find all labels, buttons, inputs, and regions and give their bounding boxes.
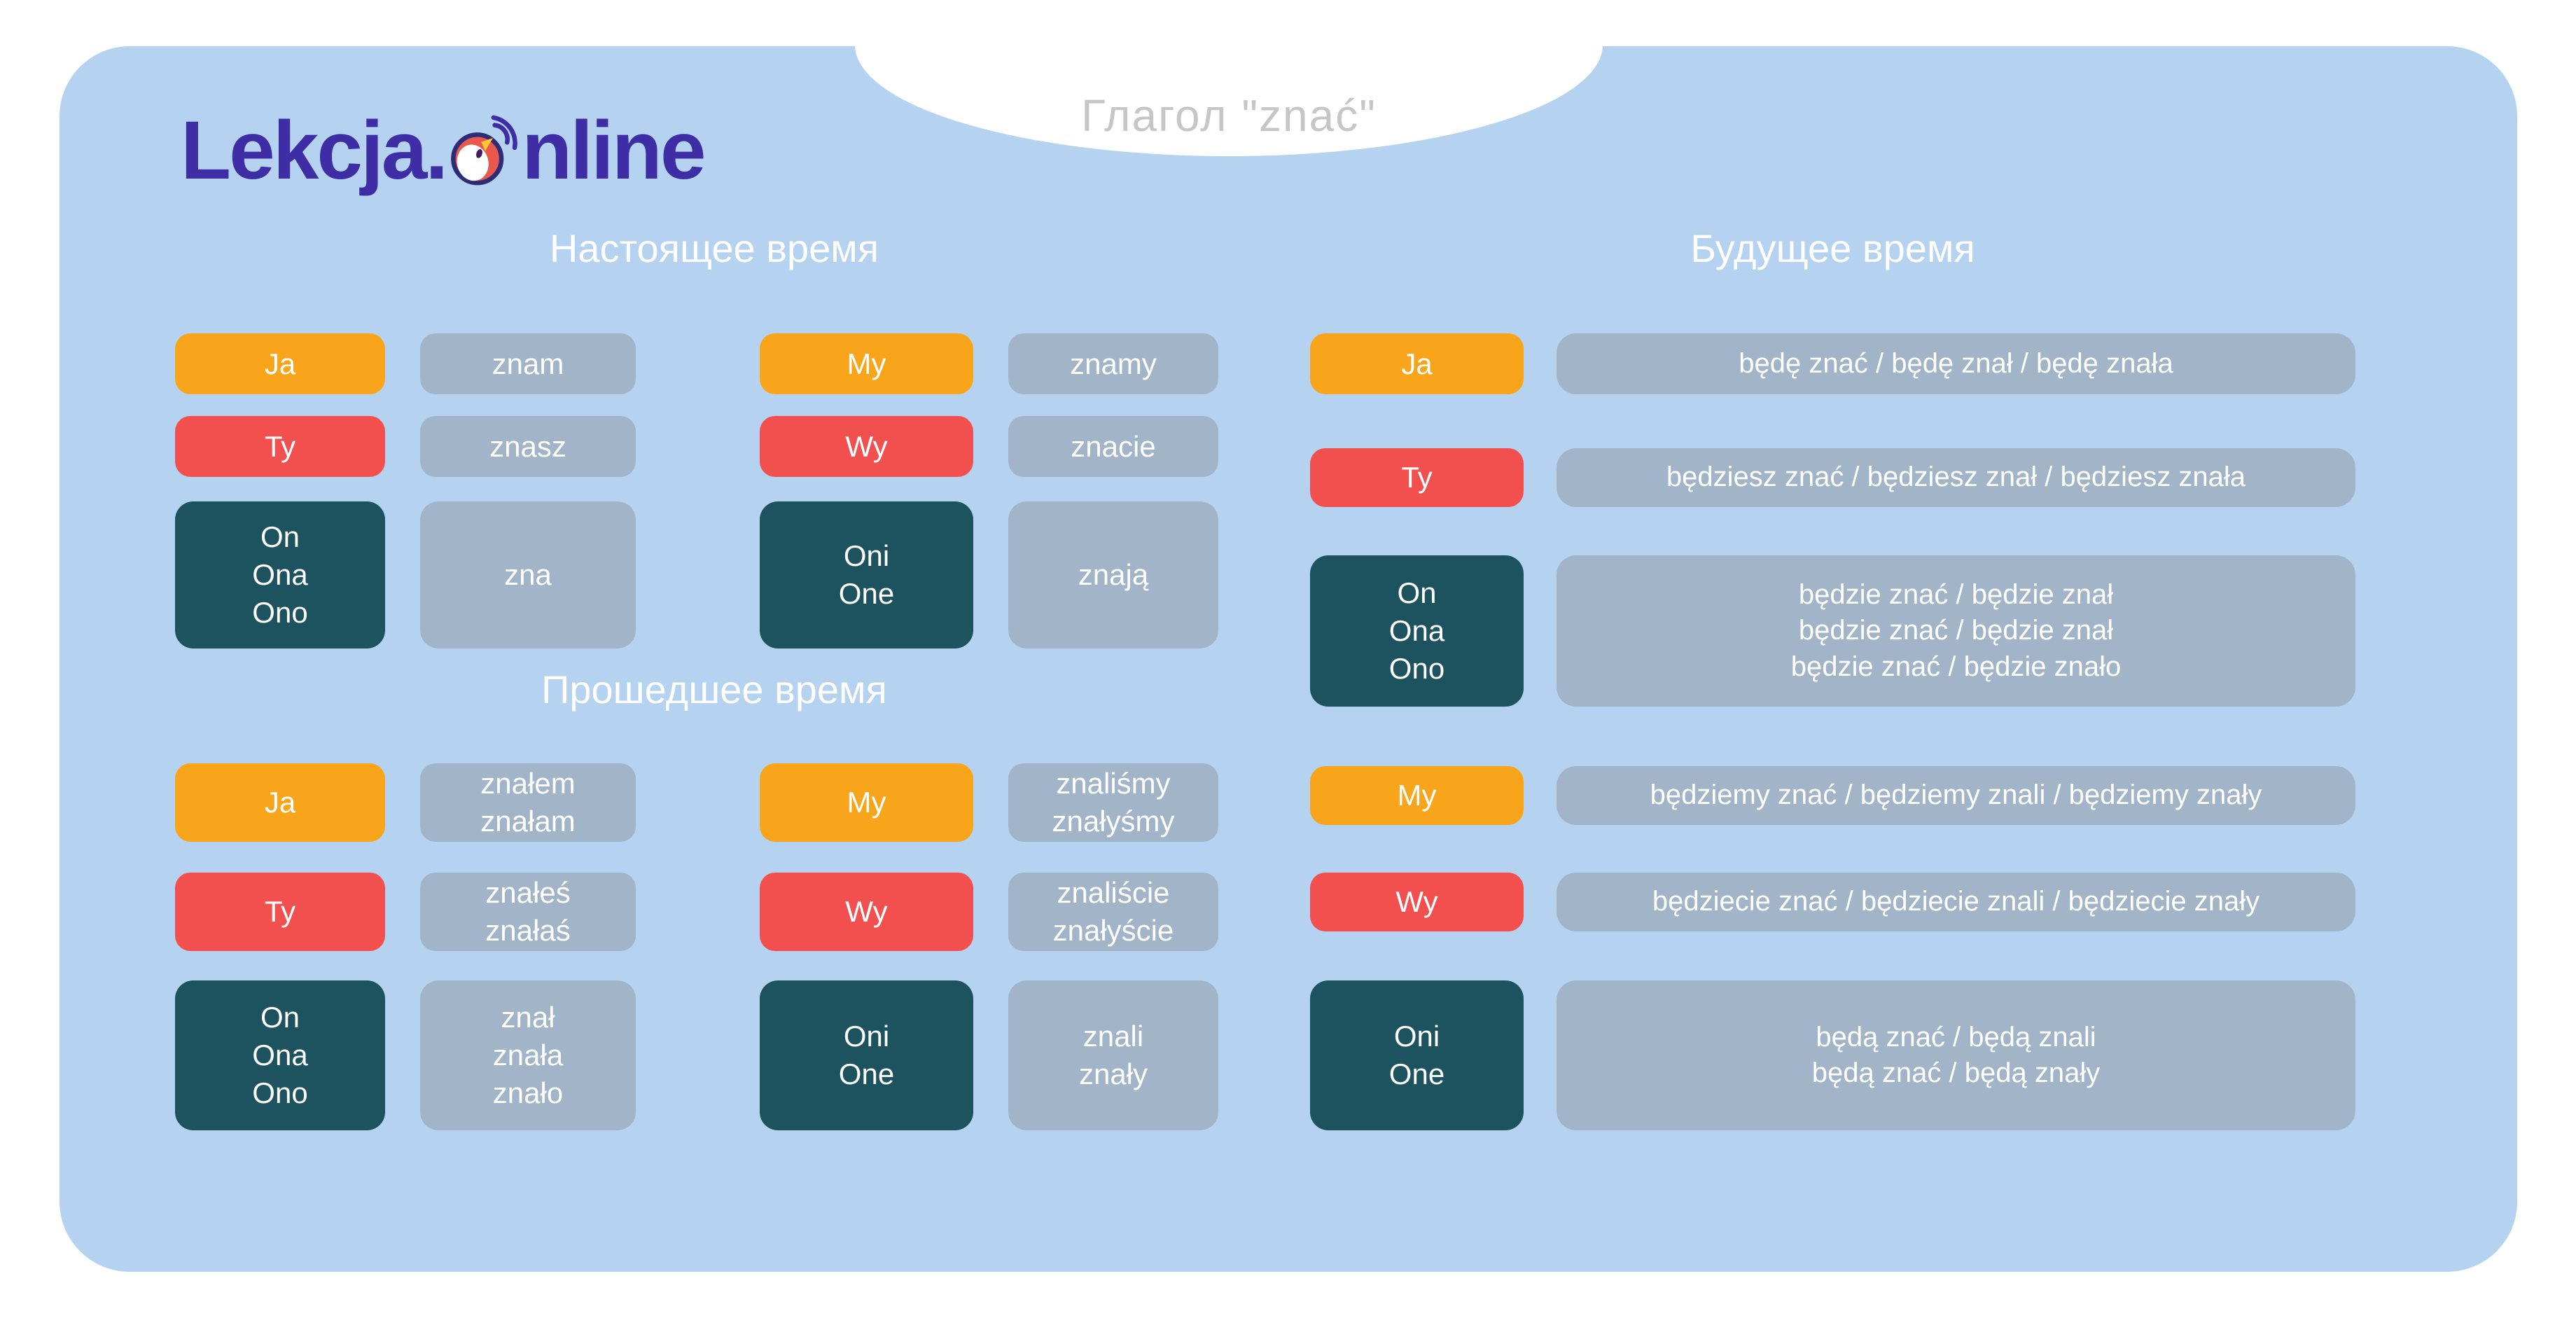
present-pill-wy: Wy [760, 416, 973, 477]
past-pill-on-ona-ono: On Ona Ono [175, 980, 385, 1130]
future-pill-my: My [1310, 766, 1524, 825]
past-form-wy: znaliście znałyście [1008, 873, 1218, 951]
past-pill-my: My [760, 763, 973, 842]
future-form-my: będziemy znać / będziemy znali / będziem… [1557, 766, 2355, 825]
present-pill-oni-one: Oni One [760, 501, 973, 648]
future-pill-oni-one: Oni One [1310, 980, 1524, 1130]
verb-title: Глагол "znać" [1081, 90, 1377, 141]
present-pill-ty: Ty [175, 416, 385, 477]
present-form-my: znamy [1008, 333, 1218, 394]
future-form-on-ona-ono: będzie znać / będzie znał będzie znać / … [1557, 555, 2355, 707]
past-form-on-ona-ono: znał znała znało [420, 980, 636, 1130]
past-form-oni-one: znali znały [1008, 980, 1218, 1130]
present-form-ja: znam [420, 333, 636, 394]
logo-text-right: nline [522, 104, 706, 197]
logo-text-left: Lekcja. [181, 104, 448, 197]
future-pill-on-ona-ono: On Ona Ono [1310, 555, 1524, 707]
present-form-ty: znasz [420, 416, 636, 477]
bird-icon [451, 115, 517, 186]
section-header-future: Будущее время [1690, 226, 1975, 270]
future-pill-ty: Ty [1310, 448, 1524, 507]
present-pill-on-ona-ono: On Ona Ono [175, 501, 385, 648]
future-form-wy: będziecie znać / będziecie znali / będzi… [1557, 873, 2355, 931]
past-pill-ja: Ja [175, 763, 385, 842]
present-pill-ja: Ja [175, 333, 385, 394]
past-form-ty: znałeś znałaś [420, 873, 636, 951]
section-header-present: Настоящее время [549, 226, 879, 270]
future-form-oni-one: będą znać / będą znali będą znać / będą … [1557, 980, 2355, 1130]
logo: Lekcja. nline [181, 97, 706, 197]
future-form-ty: będziesz znać / będziesz znał / będziesz… [1557, 448, 2355, 507]
present-pill-my: My [760, 333, 973, 394]
past-form-my: znaliśmy znałyśmy [1008, 763, 1218, 842]
future-form-ja: będę znać / będę znał / będę znała [1557, 333, 2355, 394]
past-form-ja: znałem znałam [420, 763, 636, 842]
present-form-on-ona-ono: zna [420, 501, 636, 648]
past-pill-ty: Ty [175, 873, 385, 951]
section-header-past: Прошедшее время [541, 667, 887, 712]
present-form-oni-one: znają [1008, 501, 1218, 648]
future-pill-wy: Wy [1310, 873, 1524, 931]
future-pill-ja: Ja [1310, 333, 1524, 394]
past-pill-wy: Wy [760, 873, 973, 951]
present-form-wy: znacie [1008, 416, 1218, 477]
past-pill-oni-one: Oni One [760, 980, 973, 1130]
